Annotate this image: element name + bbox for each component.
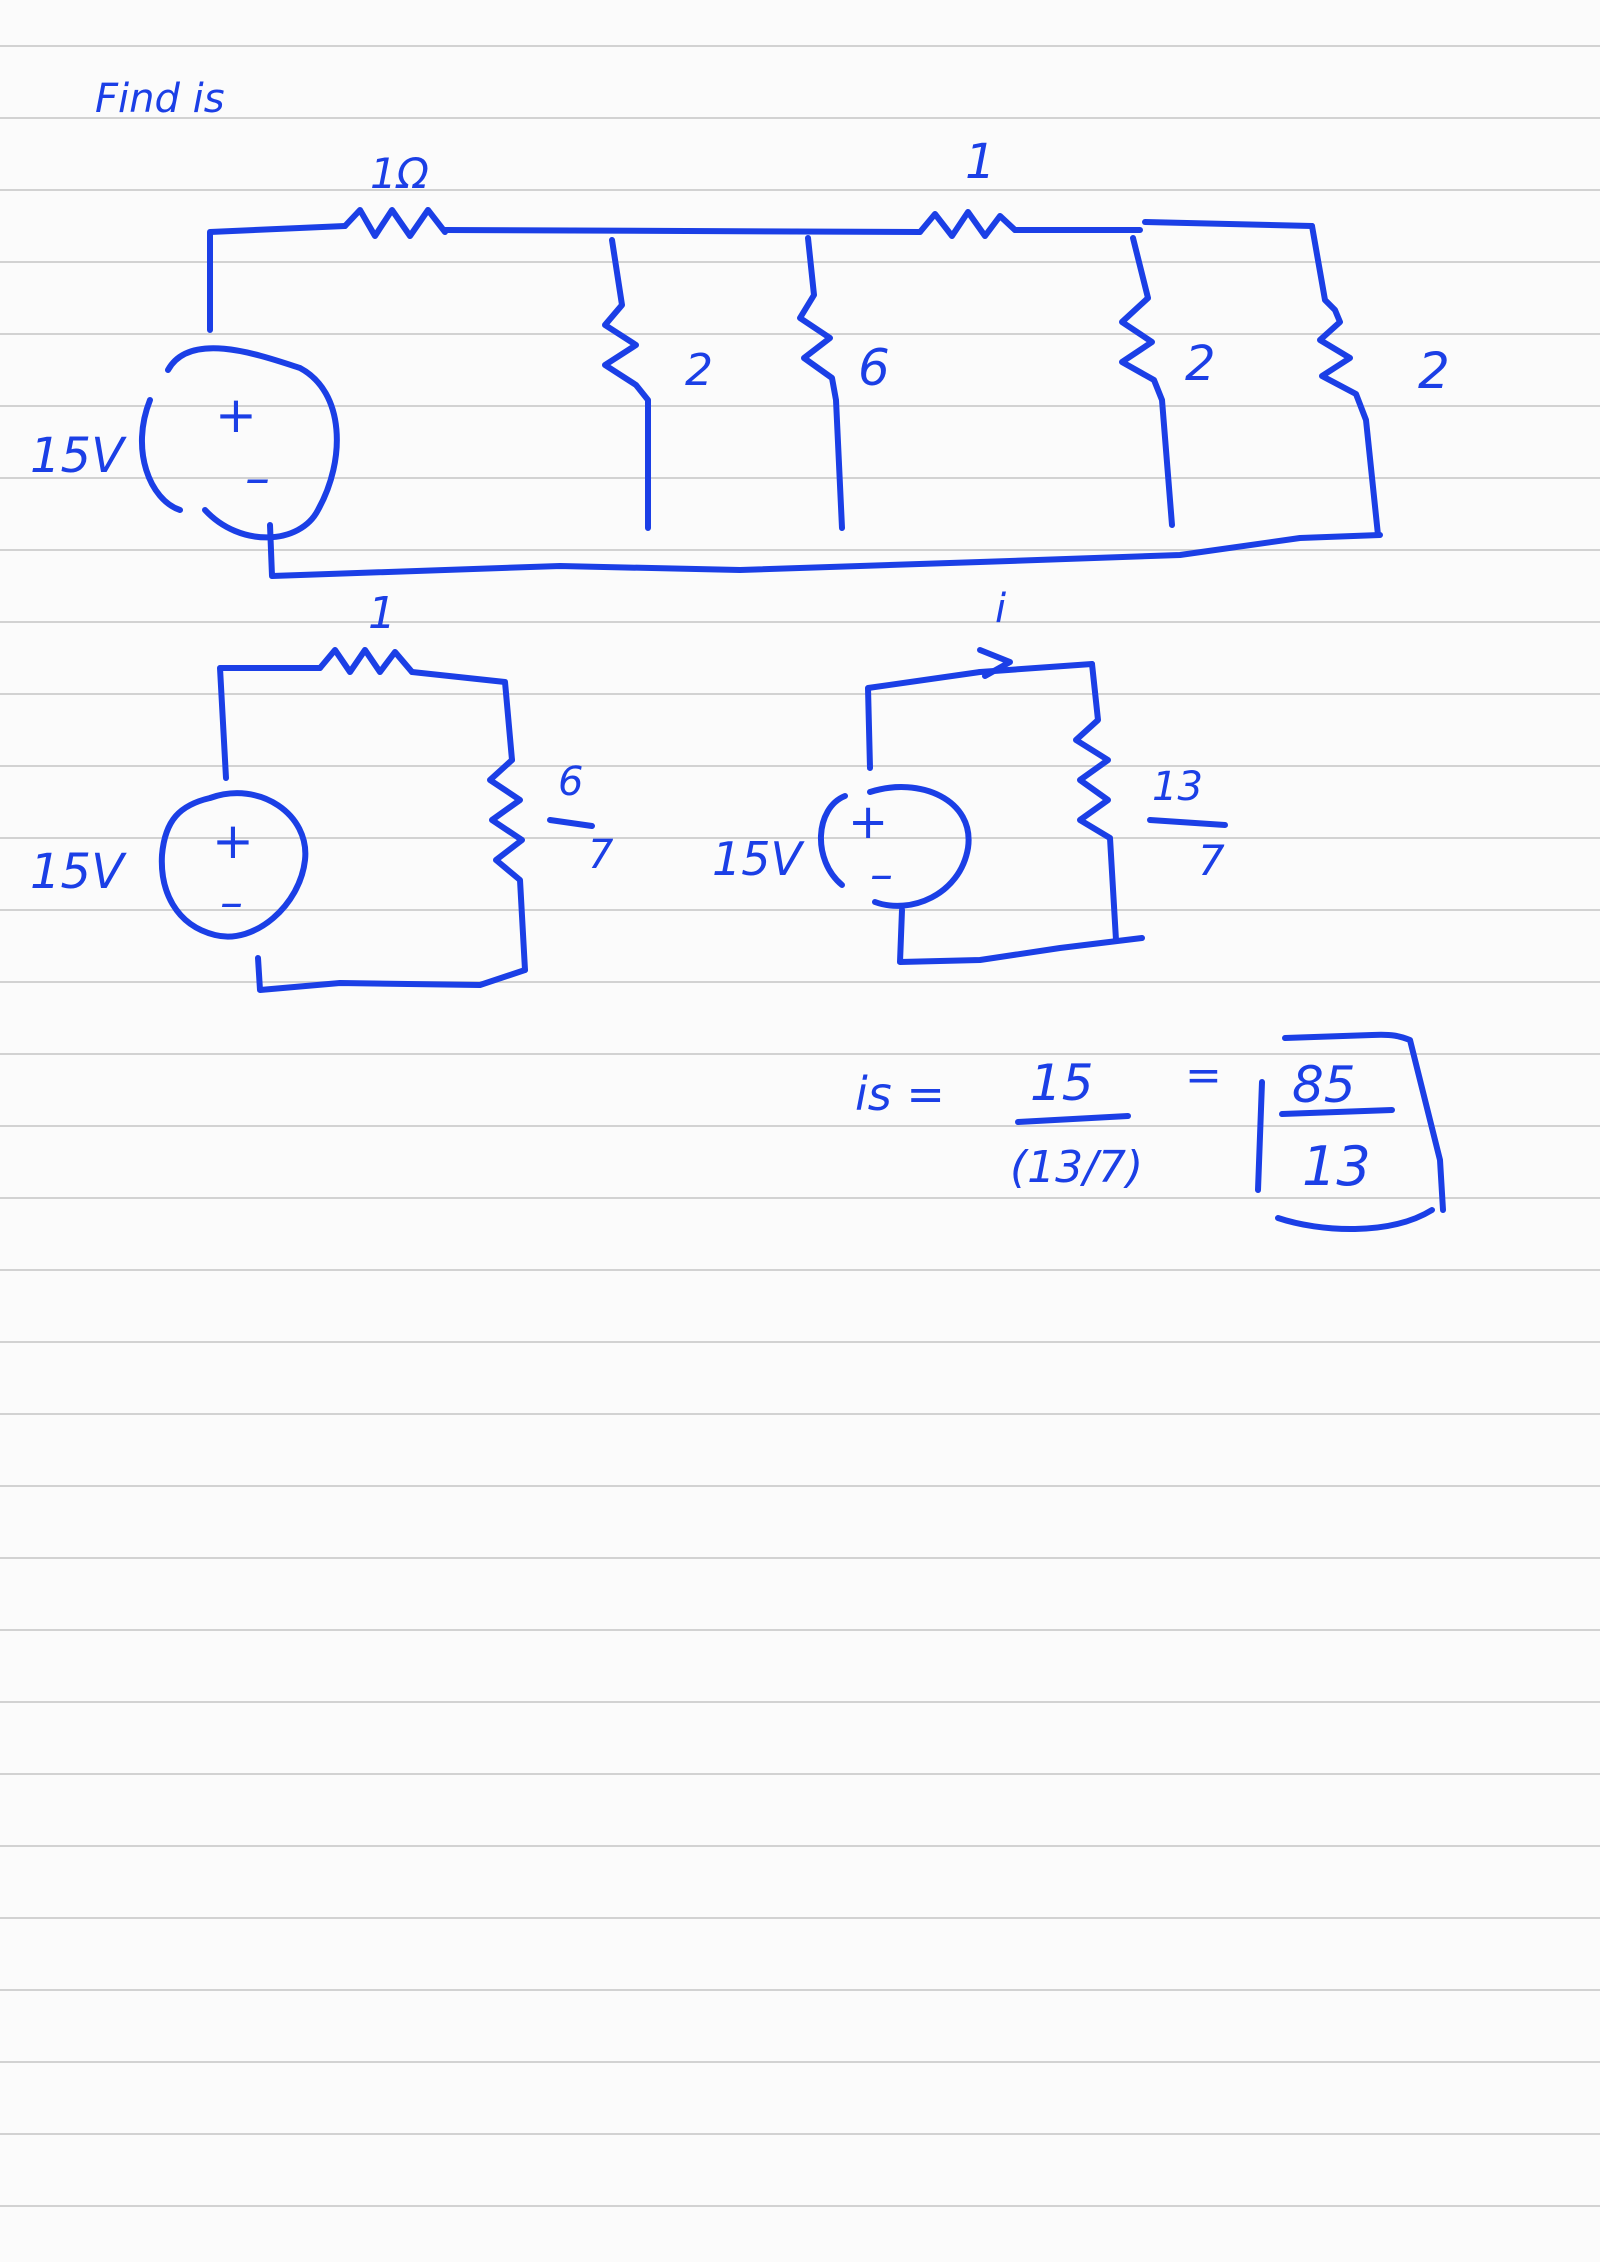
r2-source-label: 15V (712, 832, 806, 886)
r2-source-circle (818, 784, 972, 909)
r2-load-resistor (1073, 661, 1119, 943)
answer-fraction-bar (1279, 1107, 1395, 1117)
r2-source-minus: – (870, 847, 893, 901)
r1-load-num: 6 (558, 759, 583, 805)
full-series-r1-label: 1Ω (370, 149, 429, 198)
r1-left-wire (217, 665, 323, 781)
full-shunt-a-label: 2 (685, 345, 713, 396)
top-wire-right (1012, 219, 1315, 233)
r1-load-fraction-bar (547, 817, 595, 829)
top-wire-left (207, 223, 348, 333)
full-series-r2-label: 1 (965, 134, 996, 190)
series-resistor-2 (917, 209, 1018, 239)
series-resistor-1 (342, 207, 448, 239)
result-fraction-bar (1015, 1113, 1131, 1125)
r2-source-plus: + (848, 794, 888, 850)
heading-text: Find is (95, 76, 225, 122)
result-frac-den: (13/7) (1010, 1142, 1143, 1193)
r2-current-label: i (995, 586, 1006, 632)
result-frac-num: 15 (1030, 1054, 1094, 1112)
answer-num: 85 (1292, 1056, 1356, 1114)
r2-current-arrow (977, 647, 1013, 679)
full-source-minus: – (245, 449, 270, 507)
circuit-reduced-1 (158, 647, 528, 993)
r1-load-den: 7 (588, 832, 614, 878)
full-shunt-d-label: 2 (1418, 342, 1450, 400)
r1-top-right-wire (409, 669, 515, 763)
r1-series-resistor (317, 647, 415, 675)
r1-source-label: 15V (30, 844, 127, 900)
answer-den: 13 (1302, 1135, 1371, 1198)
shunt-resistor-b (797, 235, 845, 531)
r1-bottom-wire (255, 955, 528, 993)
r2-left-wire (865, 669, 983, 771)
answer-box (1255, 1031, 1446, 1233)
shunt-resistor-d (1309, 223, 1381, 538)
r1-load-resistor (487, 757, 528, 973)
full-shunt-b-label: 6 (858, 339, 890, 397)
full-source-label: 15V (30, 428, 127, 484)
full-shunt-c-label: 2 (1185, 336, 1216, 392)
result-lhs: is = (855, 1067, 945, 1121)
r1-series-label: 1 (368, 588, 396, 639)
circuit-full (139, 207, 1383, 579)
r1-source-plus: + (212, 812, 254, 870)
bottom-wire (267, 522, 1383, 579)
source-circle (139, 345, 340, 541)
r2-load-fraction-bar (1147, 817, 1228, 828)
r1-source-circle (158, 790, 309, 940)
result-equals: = (1185, 1050, 1222, 1101)
shunt-resistor-a (602, 237, 651, 531)
r2-load-den: 7 (1198, 836, 1225, 885)
r2-load-num: 13 (1152, 764, 1203, 810)
r1-source-minus: – (220, 875, 243, 929)
top-wire-mid (442, 227, 923, 235)
full-source-plus: + (215, 386, 257, 444)
r2-bottom-wire (897, 907, 1145, 965)
circuit-reduced-2 (818, 647, 1145, 965)
shunt-resistor-c (1119, 235, 1175, 528)
